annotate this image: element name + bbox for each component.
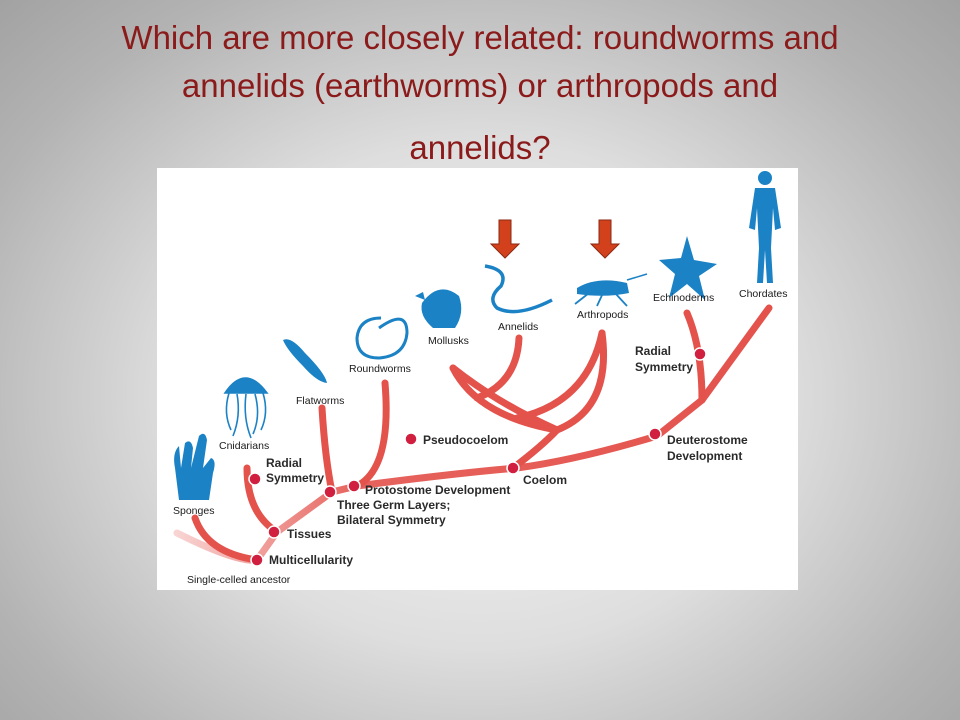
arthropod-icon	[574, 273, 648, 307]
label-mollusks: Mollusks	[428, 335, 469, 347]
label-radial-symmetry-1a: Radial	[266, 456, 302, 470]
sponge-icon	[174, 433, 215, 500]
phylogenetic-tree-figure: Sponges Cnidarians Flatworms Roundworms …	[157, 168, 798, 590]
flatworm-icon	[283, 339, 327, 383]
label-radial-symmetry-2a: Radial	[635, 344, 671, 358]
taxon-labels: Sponges Cnidarians Flatworms Roundworms …	[173, 288, 787, 517]
label-flatworms: Flatworms	[296, 395, 344, 407]
tree-branches	[173, 304, 773, 564]
node-radial-symmetry	[248, 472, 262, 486]
phylogenetic-tree-svg: Sponges Cnidarians Flatworms Roundworms …	[173, 171, 787, 586]
mollusk-icon	[415, 289, 462, 328]
label-radial-symmetry-2b: Symmetry	[635, 360, 693, 374]
title-line-2: annelids (earthworms) or arthropods and	[181, 67, 779, 104]
label-pseudocoelom: Pseudocoelom	[423, 433, 508, 447]
jellyfish-icon	[223, 377, 269, 439]
label-multicellularity: Multicellularity	[269, 553, 353, 567]
trait-labels: Multicellularity Tissues Radial Symmetry…	[266, 344, 748, 567]
label-tissues: Tissues	[287, 527, 332, 541]
branch-mollusks	[449, 364, 561, 434]
starfish-icon	[659, 236, 717, 300]
label-deuterostome-a: Deuterostome	[667, 433, 748, 447]
branch-annelids	[473, 334, 523, 402]
label-echinoderms: Echinoderms	[653, 292, 714, 304]
label-annelids: Annelids	[498, 321, 538, 333]
label-arthropods: Arthropods	[577, 309, 628, 321]
annelid-icon	[484, 264, 553, 314]
node-germ-layers	[323, 485, 337, 499]
roundworm-icon	[355, 316, 409, 360]
label-deuterostome-b: Development	[667, 449, 742, 463]
label-chordates: Chordates	[739, 288, 787, 300]
node-tissues	[267, 525, 281, 539]
arrow-annelids	[489, 219, 521, 259]
highlight-arrows	[489, 219, 621, 259]
label-sponges: Sponges	[173, 505, 214, 517]
branch-sponges	[191, 514, 261, 564]
tree-nodes	[248, 347, 707, 567]
human-icon	[749, 171, 781, 283]
label-root: Single-celled ancestor	[187, 574, 291, 586]
label-cnidarians: Cnidarians	[219, 440, 269, 452]
branch-flatworms	[318, 404, 336, 496]
label-roundworms: Roundworms	[349, 363, 411, 375]
node-coelom	[506, 461, 520, 475]
branch-annelids-arthropods	[553, 329, 608, 434]
node-protostome	[347, 479, 361, 493]
branch-roundworms	[353, 379, 390, 490]
title-line-1: Which are more closely related: roundwor…	[121, 19, 839, 56]
branch-arthropods	[513, 329, 606, 422]
label-protostome: Protostome Development	[365, 483, 510, 497]
node-multicellularity	[250, 553, 264, 567]
label-coelom: Coelom	[523, 473, 567, 487]
slide-title: Which are more closely related: roundwor…	[40, 14, 920, 172]
label-germ-layers-a: Three Germ Layers;	[337, 498, 450, 512]
label-radial-symmetry-1b: Symmetry	[266, 471, 324, 485]
title-line-3: annelids?	[409, 129, 551, 166]
arrow-arthropods	[589, 219, 621, 259]
label-germ-layers-b: Bilateral Symmetry	[337, 513, 446, 527]
node-radial-symmetry-2	[693, 347, 707, 361]
node-deuterostome	[648, 427, 662, 441]
organism-icons	[174, 171, 781, 500]
node-pseudocoelom	[404, 432, 418, 446]
